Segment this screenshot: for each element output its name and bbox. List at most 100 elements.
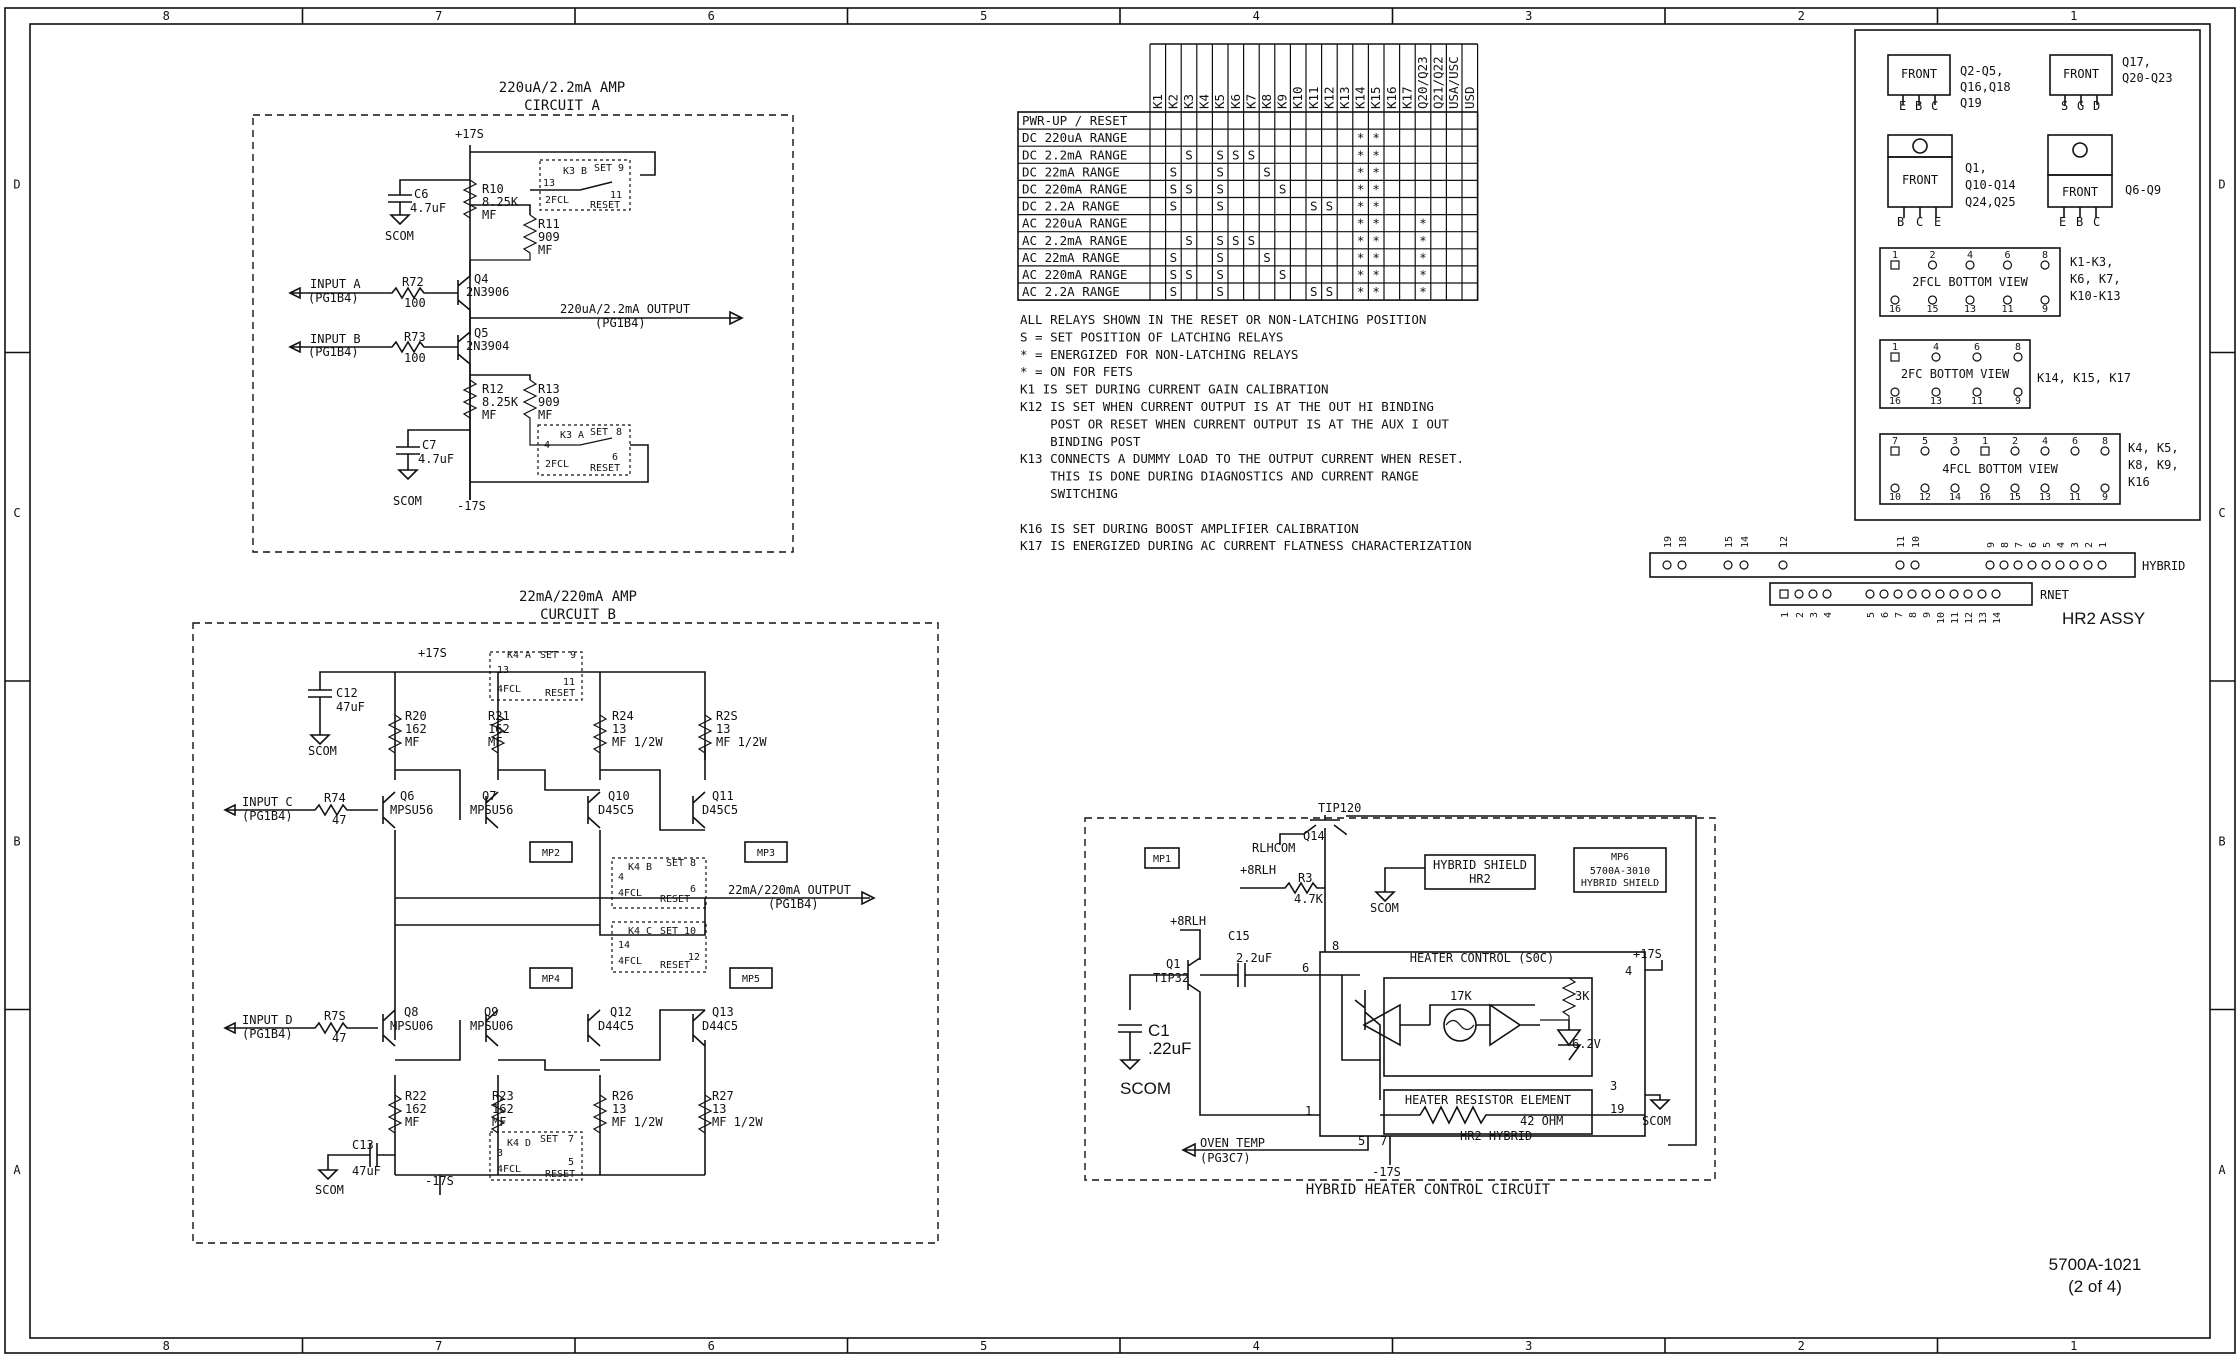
c1-value: .22uF	[1148, 1039, 1191, 1058]
q1-group-line1: Q1,	[1965, 161, 1987, 175]
relay-pin-number: 16	[1979, 492, 1991, 503]
ca-minus-supply: -17S	[457, 499, 486, 513]
q11-label: Q11	[712, 789, 734, 803]
note-line: K1 IS SET DURING CURRENT GAIN CALIBRATIO…	[1020, 382, 1329, 397]
table-cell: S	[1216, 267, 1224, 282]
k4b-label: K4 B	[628, 862, 652, 873]
c15-value: 2.2uF	[1236, 951, 1272, 965]
hybrid-pin-number: 1	[2098, 542, 2109, 548]
circuit-a-subtitle: CIRCUIT A	[524, 98, 600, 114]
drawing-number: 5700A-1021	[2049, 1255, 2142, 1274]
table-col-header: K1	[1150, 94, 1165, 109]
q2-pin-c: C	[1931, 99, 1938, 113]
border-col-bottom: 2	[1798, 1339, 1805, 1353]
c15-label: C15	[1228, 929, 1250, 943]
relay-pin-number: 11	[2069, 492, 2081, 503]
hybrid-pin-number: 6	[2028, 542, 2039, 548]
q13-label: Q13	[712, 1005, 734, 1019]
q5-label: Q5	[474, 326, 488, 340]
r26-type: MF 1/2W	[612, 1115, 663, 1129]
table-cell: *	[1357, 164, 1365, 179]
heater-boundary	[1084, 817, 1716, 1181]
table-row-label: DC 2.2A RANGE	[1022, 199, 1120, 214]
c7-ground-label: SCOM	[393, 494, 422, 508]
mp6-label: MP6	[1611, 852, 1629, 863]
relay-pin-number: 2	[1929, 250, 1935, 261]
input-d-ref: (PG1B4)	[242, 1027, 293, 1041]
r24-label: R24	[612, 709, 634, 723]
q1-pin-c: C	[1916, 215, 1923, 229]
q9-label: Q9	[484, 1005, 498, 1019]
k3a-pin-common: 4	[544, 440, 550, 451]
table-cell: S	[1232, 233, 1240, 248]
k3a-relay	[537, 424, 631, 476]
hybrid-pin-number: 15	[1724, 536, 1735, 548]
rnet-label: RNET	[2040, 588, 2069, 602]
rnet-pin-number: 6	[1880, 612, 1891, 618]
border-col-bottom: 4	[1253, 1339, 1260, 1353]
k4a-relay	[489, 651, 583, 701]
q8-label: Q8	[404, 1005, 418, 1019]
rnet-pin-number: 8	[1908, 612, 1919, 618]
k3b-set: SET	[594, 163, 612, 174]
relay-4fcl-footprint	[1879, 433, 2121, 505]
r13-label: R13	[538, 382, 560, 396]
table-col-header: K16	[1384, 86, 1399, 109]
r73-label: R73	[404, 330, 426, 344]
table-cell: *	[1372, 130, 1380, 145]
note-line: BINDING POST	[1020, 434, 1141, 449]
r11-type: MF	[538, 243, 552, 257]
c1-label: C1	[1148, 1021, 1170, 1040]
q1-label: Q1	[1166, 957, 1180, 971]
table-cell: S	[1310, 199, 1318, 214]
rnet-pin-number: 2	[1795, 612, 1806, 618]
hybrid-pin-5: 5	[1358, 1134, 1365, 1148]
relay-pin-number: 4	[1967, 250, 1973, 261]
relay-pin-number: 6	[2004, 250, 2010, 261]
k4a-pin-common: 13	[497, 665, 509, 676]
relay-pin-number: 11	[1971, 396, 1983, 407]
rnet-pin-number: 3	[1809, 612, 1820, 618]
relay-notes: ALL RELAYS SHOWN IN THE RESET OR NON-LAT…	[1020, 312, 1472, 553]
r26-value: 13	[612, 1102, 626, 1116]
c6-ground-label: SCOM	[385, 229, 414, 243]
transistor-symbol	[485, 1009, 499, 1047]
r21-type: MF	[488, 735, 502, 749]
relay-pin-number: 4	[2042, 436, 2048, 447]
heater-control-ic	[1383, 977, 1593, 1077]
relay-2fc-name: 2FC BOTTOM VIEW	[1901, 367, 2010, 381]
3k-resistor-label: 3K	[1575, 989, 1590, 1003]
relay-2fcl-group2: K6, K7,	[2070, 272, 2121, 286]
relay-2fcl-group1: K1-K3,	[2070, 255, 2113, 269]
q2-pin-e: E	[1899, 99, 1906, 113]
table-cell: S	[1216, 164, 1224, 179]
border-row-right: B	[2218, 834, 2225, 848]
mp2-label: MP2	[542, 848, 560, 859]
c13-value: 47uF	[352, 1164, 381, 1178]
table-col-header: K2	[1165, 94, 1180, 109]
table-cell: S	[1326, 199, 1334, 214]
q1-front: FRONT	[1902, 173, 1938, 187]
note-line: K12 IS SET WHEN CURRENT OUTPUT IS AT THE…	[1020, 399, 1434, 414]
q10-label: Q10	[608, 789, 630, 803]
r22-type: MF	[405, 1115, 419, 1129]
mp6-box	[1573, 847, 1667, 893]
table-cell: *	[1372, 267, 1380, 282]
k4c-pin-reset: 12	[688, 952, 700, 963]
border-row-left: C	[13, 506, 20, 520]
border-col-top: 8	[163, 9, 170, 23]
table-cell: S	[1279, 267, 1287, 282]
relay-pin-number: 4	[1933, 342, 1939, 353]
table-cell: *	[1419, 233, 1427, 248]
table-cell: *	[1372, 284, 1380, 299]
hybrid-pin-number: 7	[2014, 542, 2025, 548]
rnet-pin-number: 14	[1992, 612, 2003, 624]
k4a-reset: RESET	[545, 688, 575, 699]
heater-element-value: 42 OHM	[1520, 1114, 1563, 1128]
transistor-symbol	[587, 791, 601, 829]
k4c-reset: RESET	[660, 960, 690, 971]
table-cell: *	[1372, 250, 1380, 265]
q6-pin-e: E	[2059, 215, 2066, 229]
hybrid-pin-19: 19	[1610, 1102, 1624, 1116]
q12-label: Q12	[610, 1005, 632, 1019]
